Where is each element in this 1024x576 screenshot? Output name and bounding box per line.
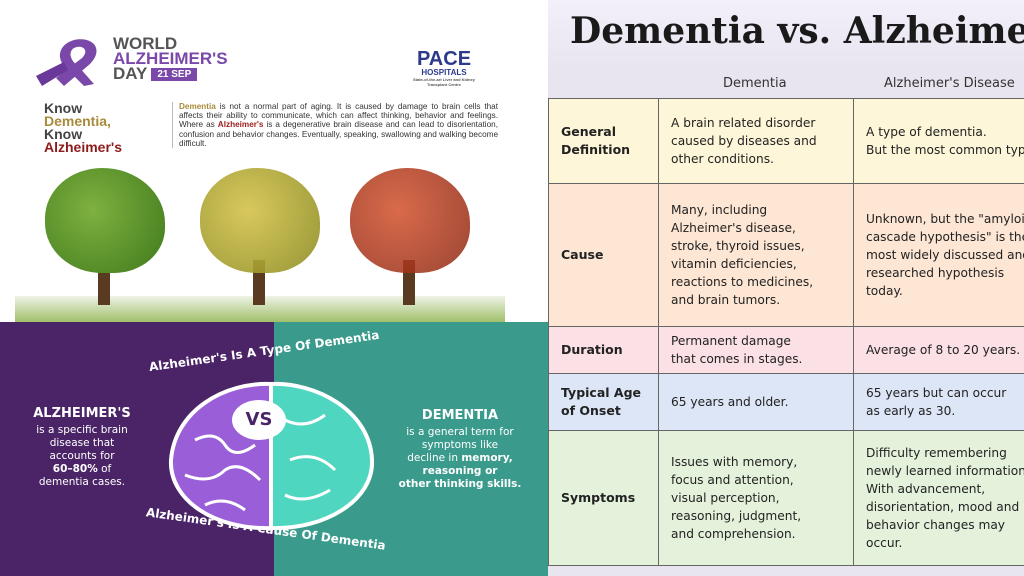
row-label: Duration xyxy=(548,326,659,374)
comparison-table-panel: Dementia vs. Alzheimer's Dementia Alzhei… xyxy=(548,0,1024,576)
dementia-cell: A brain related disorder caused by disea… xyxy=(658,98,854,184)
yellow-tree-head-image xyxy=(185,160,335,310)
green-tree-head-image xyxy=(30,160,180,310)
alzheimers-cell: Unknown, but the "amyloid cascade hypoth… xyxy=(853,183,1024,327)
table-title: Dementia vs. Alzheimer's xyxy=(570,10,1024,52)
alzheimers-cell: 65 years but can occur as early as 30. xyxy=(853,373,1024,431)
dementia-cell: Many, including Alzheimer's disease, str… xyxy=(658,183,854,327)
dementia-cell: Permanent damage that comes in stages. xyxy=(658,326,854,374)
alzheimers-vs-dementia-graphic: Alzheimer's Is A Type Of Dementia Alzhei… xyxy=(0,322,548,576)
red-tree-head-image xyxy=(335,160,485,310)
description-text: Dementia is not a normal part of aging. … xyxy=(172,102,498,149)
alzheimers-cell: Average of 8 to 20 years. xyxy=(853,326,1024,374)
column-header-dementia: Dementia xyxy=(723,76,787,91)
alzheimers-cell: A type of dementia. But the most common … xyxy=(853,98,1024,184)
dementia-cell: Issues with memory, focus and attention,… xyxy=(658,430,854,566)
purple-ribbon-icon xyxy=(36,39,97,86)
row-label: Typical Age of Onset xyxy=(548,373,659,431)
vs-badge: VS xyxy=(232,400,286,440)
pace-hospitals-logo: PACE HOSPITALS State-of-the-art Liver an… xyxy=(412,48,475,87)
row-label: Cause xyxy=(548,183,659,327)
dementia-cell: 65 years and older. xyxy=(658,373,854,431)
alzheimers-cell: Difficulty remembering newly learned inf… xyxy=(853,430,1024,566)
column-header-alzheimers: Alzheimer's Disease xyxy=(884,76,1015,91)
row-label: General Definition xyxy=(548,98,659,184)
know-heading: Know Dementia, Know Alzheimer's xyxy=(44,100,123,155)
row-label: Symptoms xyxy=(548,430,659,566)
date-badge: 21 SEP xyxy=(151,68,198,81)
